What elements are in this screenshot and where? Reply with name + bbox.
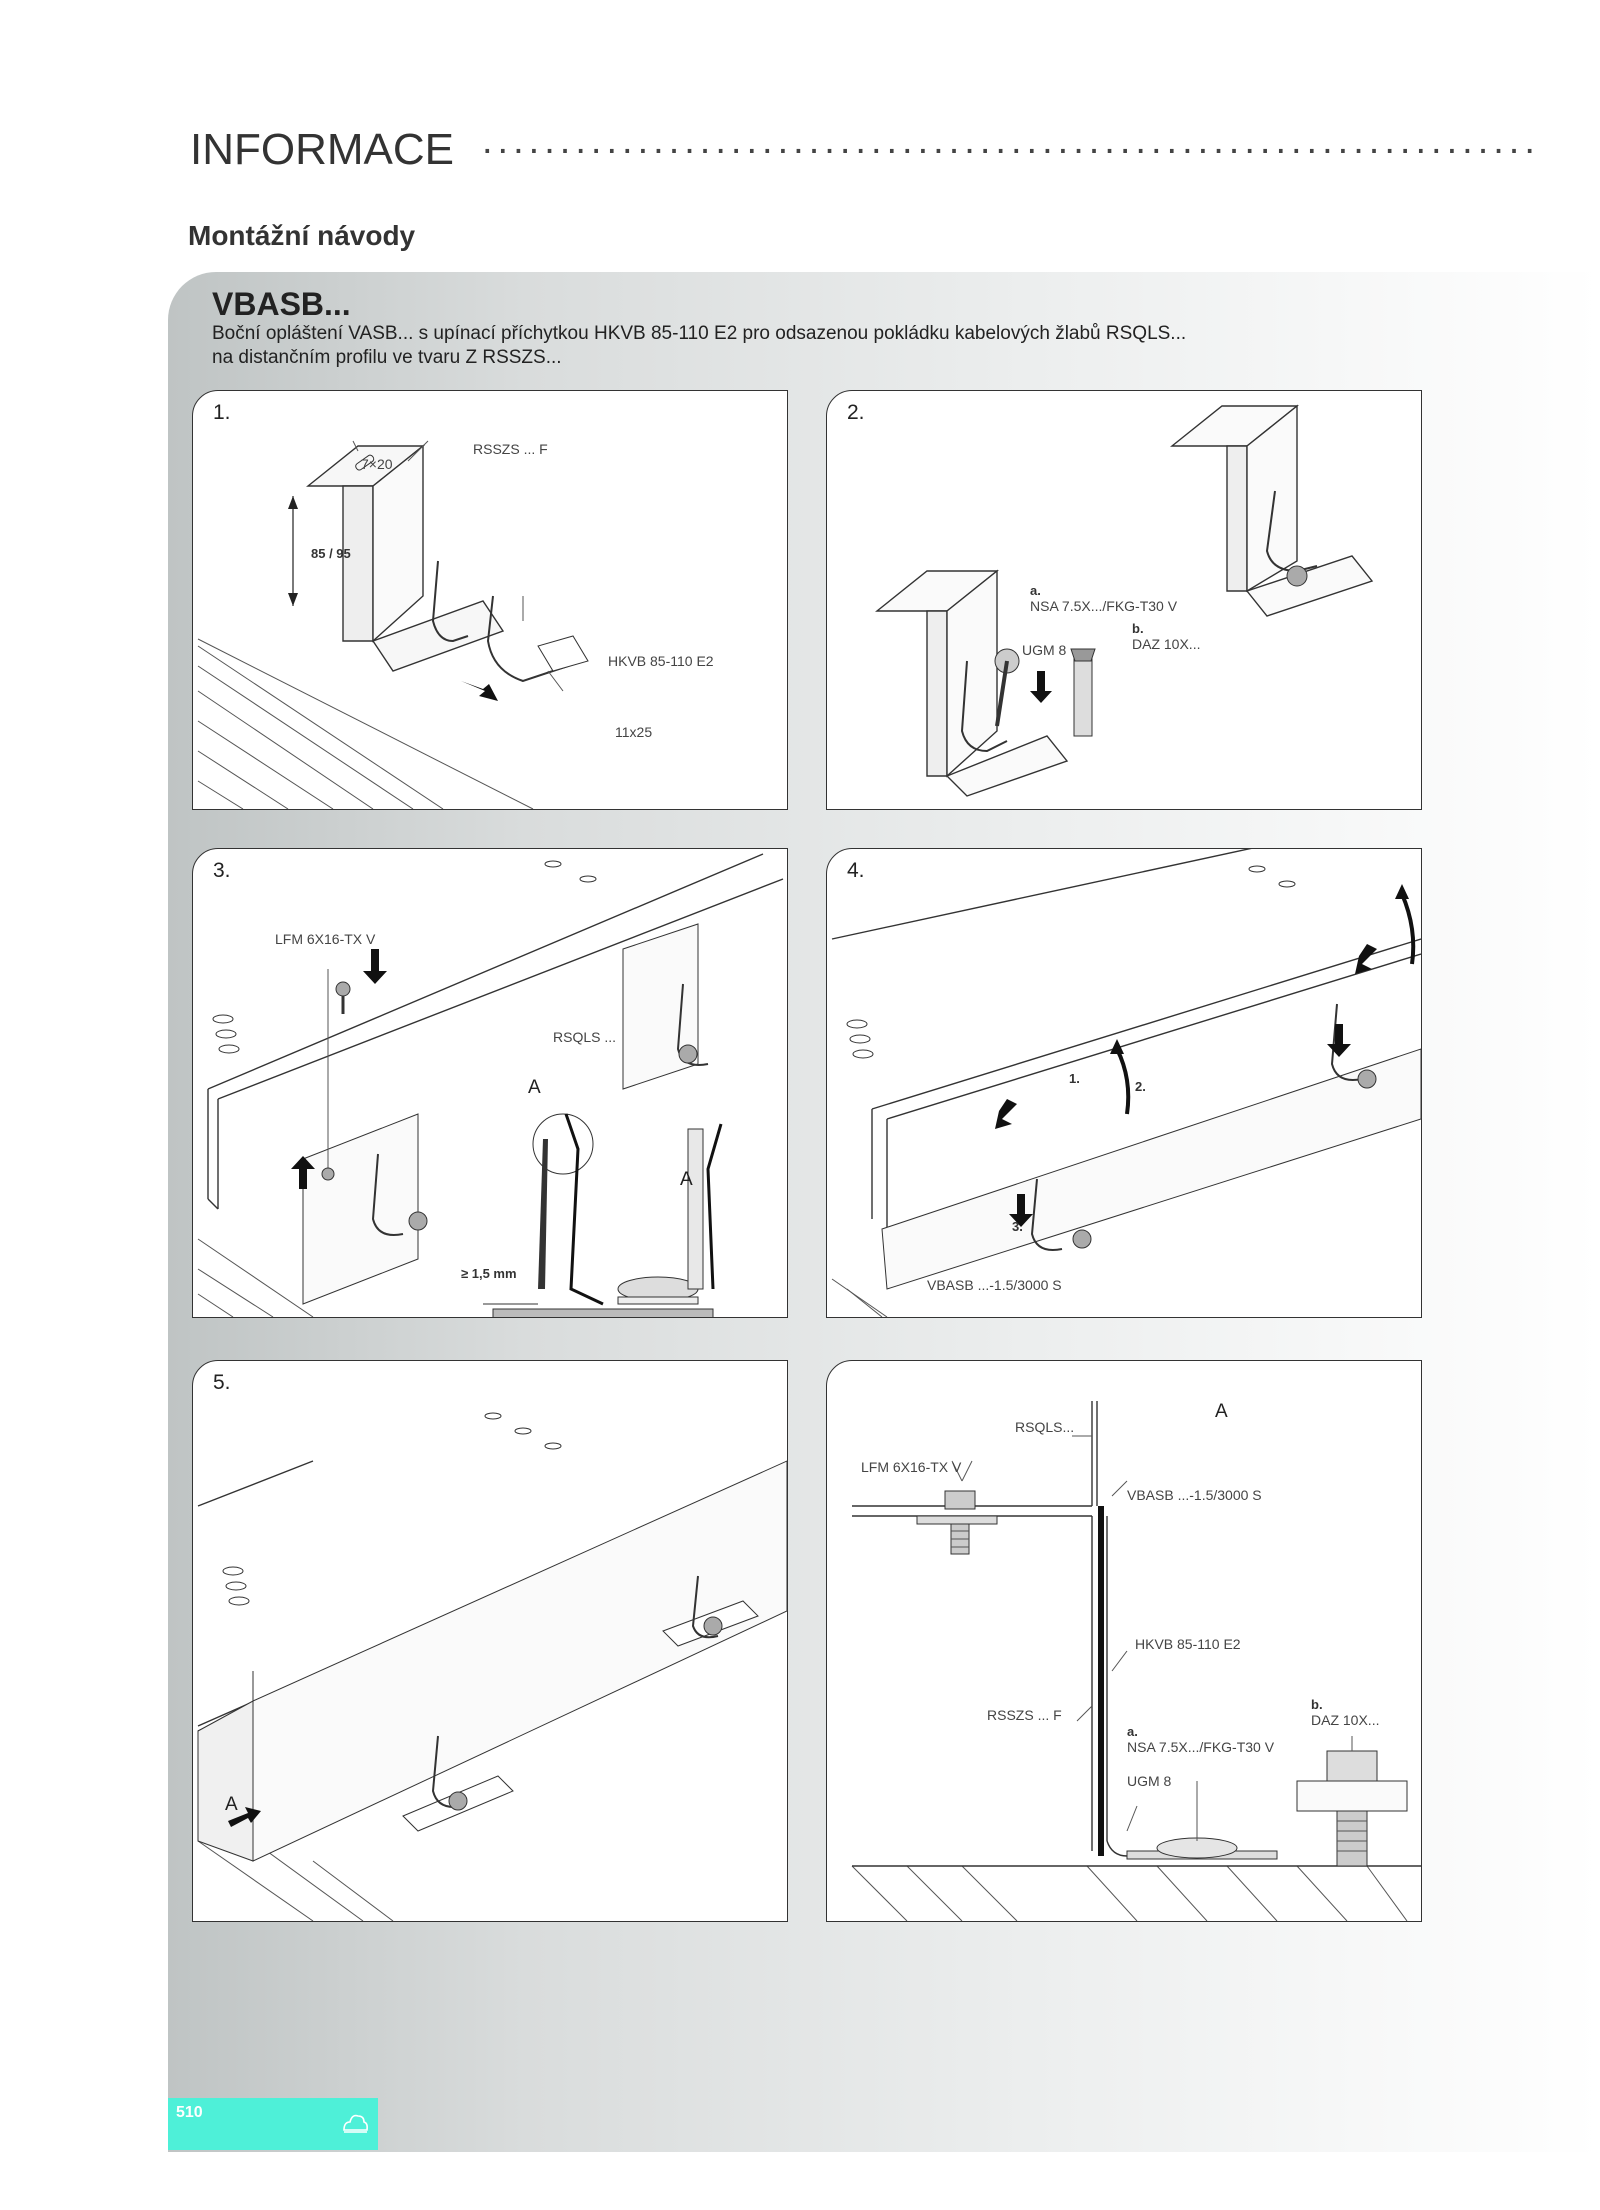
section-title: Montážní návody [188, 220, 416, 251]
header-dots: ........................................… [482, 120, 1540, 162]
label-height: 85 / 95 [311, 546, 351, 561]
label-a-text: NSA 7.5X.../FKG-T30 V [1030, 598, 1178, 614]
step-6-panel: A RSQLS... LFM 6X16-TX V VBASB ...-1.5/3… [826, 1360, 1422, 1922]
label-profile: RSSZS ... F [987, 1707, 1062, 1723]
label-detail-a: A [1215, 1401, 1228, 1422]
label-tray: RSQLS ... [553, 1029, 617, 1045]
label-substep-3: 3. [1012, 1219, 1023, 1234]
label-detail-a-right: A [680, 1169, 693, 1190]
label-cover: VBASB ...-1.5/3000 S [1127, 1487, 1262, 1503]
step-1-drawing [197, 440, 589, 809]
label-slot: 11x25 [615, 724, 653, 740]
label-hole-size: 7×20 [361, 456, 393, 472]
step-number: 5. [213, 1371, 231, 1394]
step-5-panel: 5. A [192, 1360, 788, 1922]
label-view-a: A [225, 1794, 238, 1815]
step-2-panel: 2. a. NSA 7.5X.../FKG-T30 V b. DAZ 10X..… [826, 390, 1422, 810]
description-line-1: Boční opláštení VASB... s upínací příchy… [212, 323, 1187, 344]
step-3-panel: 3. LFM 6X16-TX V RSQLS ... A A ≥ 1,5 mm [192, 848, 788, 1318]
step-number: 4. [847, 859, 865, 882]
page-number-tab: 510 [168, 2098, 378, 2150]
step-number: 2. [847, 401, 865, 424]
step-2-drawing [875, 404, 1374, 797]
step-5-drawing [197, 1412, 787, 1921]
label-b-tag: b. [1132, 621, 1144, 636]
description-line-2: na distančním profilu ve tvaru Z RSSZS..… [212, 347, 562, 368]
label-substep-1: 1. [1069, 1071, 1080, 1086]
label-screw: LFM 6X16-TX V [275, 931, 376, 947]
label-b-text: DAZ 10X... [1132, 636, 1201, 652]
product-title: VBASB... [212, 286, 351, 322]
cloud-logo-icon [343, 2114, 368, 2133]
step-4-drawing [831, 849, 1421, 1317]
label-b-text: DAZ 10X... [1311, 1712, 1380, 1728]
label-clip: HKVB 85-110 E2 [608, 653, 714, 669]
label-a-tag: a. [1127, 1724, 1138, 1739]
label-clip: HKVB 85-110 E2 [1135, 1636, 1241, 1652]
label-substep-2: 2. [1135, 1079, 1146, 1094]
label-b-tag: b. [1311, 1697, 1323, 1712]
label-a-text: NSA 7.5X.../FKG-T30 V [1127, 1739, 1275, 1755]
label-screw: LFM 6X16-TX V [861, 1459, 962, 1475]
label-a-tag: a. [1030, 583, 1041, 598]
step-number: 3. [213, 859, 231, 882]
label-washer: UGM 8 [1127, 1773, 1172, 1789]
step-3-drawing [197, 853, 784, 1317]
label-detail-a: A [528, 1077, 541, 1098]
page-number: 510 [176, 2104, 203, 2121]
step-1-panel: 1. 7×20 RSSZS ... F 85 / 95 HKVB 85-110 … [192, 390, 788, 810]
label-tray: RSQLS... [1015, 1419, 1075, 1435]
product-description: Boční opláštení VASB... s upínací příchy… [212, 322, 1412, 370]
header-title: INFORMACE [190, 125, 454, 174]
label-profile: RSSZS ... F [473, 441, 548, 457]
step-number: 1. [213, 401, 231, 424]
label-cover: VBASB ...-1.5/3000 S [927, 1277, 1062, 1293]
label-washer: UGM 8 [1022, 642, 1067, 658]
step-6-drawing [851, 1401, 1421, 1921]
step-4-panel: 4. 1. 2. 3. VBASB ...-1.5/3000 S [826, 848, 1422, 1318]
label-gap: ≥ 1,5 mm [461, 1266, 517, 1281]
